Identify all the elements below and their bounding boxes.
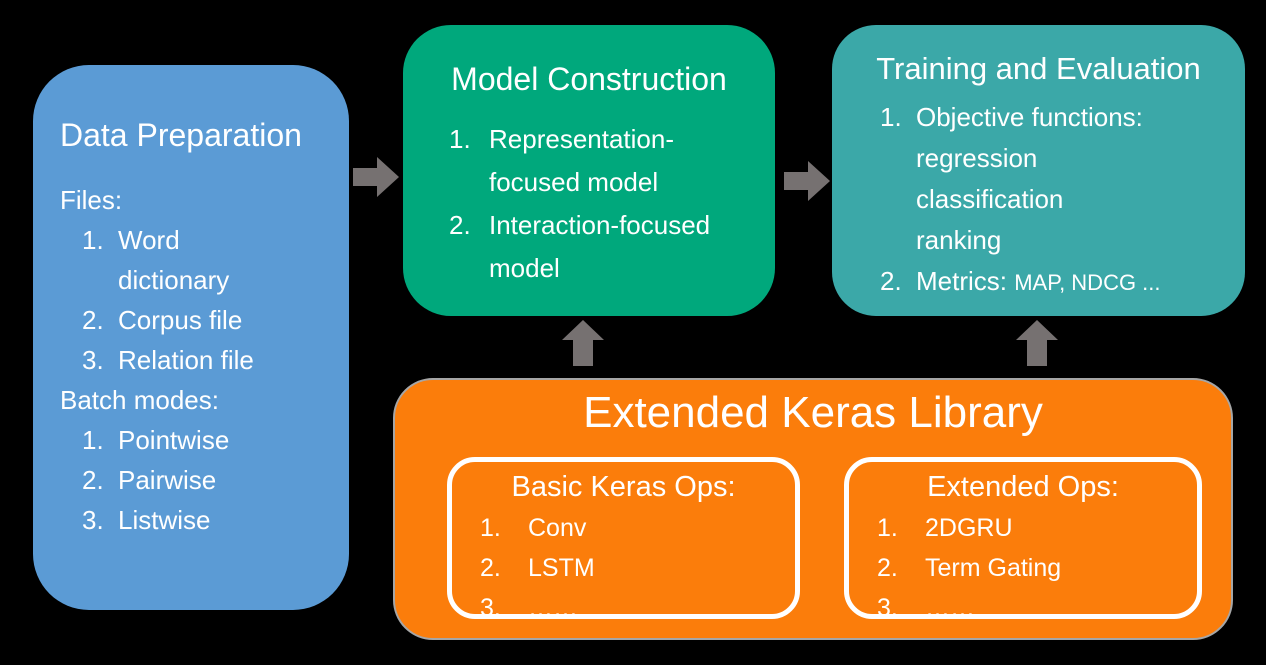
sub-box-basic-keras-ops: Basic Keras Ops: 1. Conv 2. LSTM 3. …… [447, 457, 800, 622]
metrics-values: MAP, NDCG ... [1014, 270, 1161, 295]
list-item: 1. 2DGRU [877, 514, 1013, 542]
list-item-metrics: 2. Metrics: MAP, NDCG ... [880, 266, 1161, 296]
list-item: 3. …… [480, 594, 578, 622]
list-item: 3. …… [877, 594, 975, 622]
extended-keras-library-title: Extended Keras Library [583, 388, 1043, 437]
right-arrow-icon-data-to-model [353, 157, 399, 197]
basic-keras-ops-title: Basic Keras Ops: [511, 471, 736, 503]
list-item: 2. Corpus file [82, 305, 243, 335]
data-preparation-title: Data Preparation [60, 117, 302, 153]
list-item: 2. Term Gating [877, 554, 1062, 582]
box-training-evaluation: Training and Evaluation 1. Objective fun… [832, 25, 1245, 316]
files-label: Files: [60, 185, 123, 215]
up-arrow-icon-library-to-training [1016, 320, 1058, 366]
batch-modes-label: Batch modes: [60, 385, 219, 415]
list-item: 1. Pointwise [82, 425, 230, 455]
list-item: 3. Listwise [82, 505, 211, 535]
training-evaluation-list: 1. Objective functions: regression class… [880, 97, 1245, 303]
list-item: 3. Relation file [82, 345, 254, 375]
list-item: 1. Conv [480, 514, 587, 542]
box-extended-keras-library: Extended Keras Library Basic Keras Ops: … [393, 378, 1233, 640]
up-arrow-icon-library-to-model [562, 320, 604, 366]
sub-box-extended-ops: Extended Ops: 1. 2DGRU 2. Term Gating 3.… [844, 457, 1202, 622]
model-construction-list: 1. Representation- focused model 2. Inte… [449, 118, 775, 290]
right-arrow-icon-model-to-training [784, 161, 830, 201]
metrics-label: Metrics: [916, 266, 1015, 296]
data-preparation-list: Files: 1. Word dictionary 2. Corpus file… [60, 180, 333, 540]
list-item: 2. Interaction-focused model [449, 210, 711, 283]
list-item: 2. Pairwise [82, 465, 217, 495]
training-evaluation-title: Training and Evaluation [876, 51, 1201, 86]
list-item: 1. Word dictionary [82, 225, 230, 295]
list-item: 1. Objective functions: regression class… [880, 102, 1143, 255]
list-item: 1. Representation- focused model [449, 124, 674, 197]
list-item: 2. LSTM [480, 554, 595, 582]
extended-ops-title: Extended Ops: [927, 471, 1119, 503]
box-data-preparation: Data Preparation Files: 1. Word dictiona… [33, 65, 349, 610]
box-model-construction: Model Construction 1. Representation- fo… [403, 25, 775, 316]
model-construction-title: Model Construction [451, 61, 727, 97]
